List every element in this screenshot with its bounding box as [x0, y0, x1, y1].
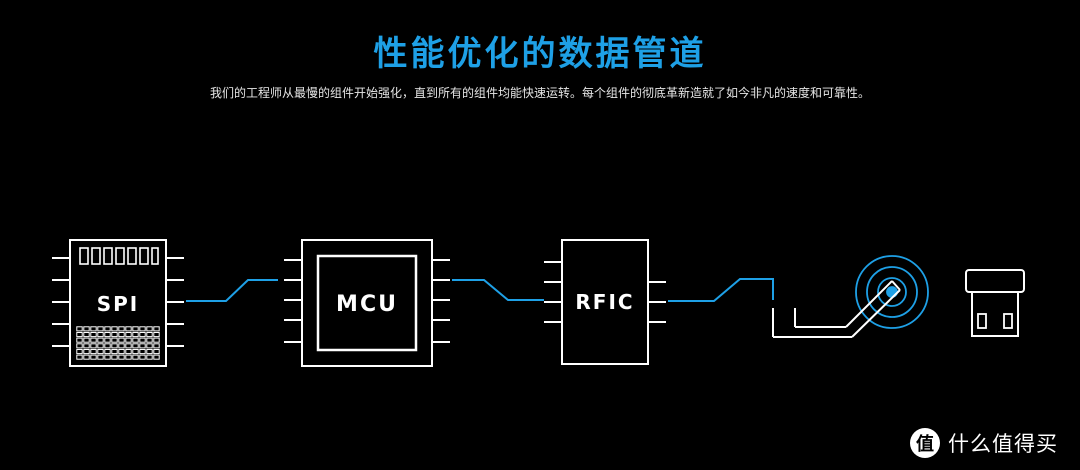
spi-grid-cell: [118, 354, 125, 360]
spi-grid-cell: [139, 337, 146, 343]
spi-grid-cell: [132, 337, 139, 343]
spi-grid-cell: [76, 354, 83, 360]
watermark-text: 什么值得买: [948, 432, 1058, 456]
spi-grid-cell: [153, 349, 160, 355]
spi-grid-cell: [139, 332, 146, 338]
connector-spi-mcu: [186, 279, 278, 302]
spi-grid-cell: [104, 354, 111, 360]
spi-grid-cell: [146, 332, 153, 338]
spi-grid-cell: [83, 337, 90, 343]
spi-grid-cell: [111, 354, 118, 360]
spi-grid-cell: [76, 337, 83, 343]
spi-grid-cell: [139, 354, 146, 360]
spi-grid-cell: [90, 343, 97, 349]
spi-grid-cell: [118, 343, 125, 349]
spi-grid-cell: [83, 354, 90, 360]
spi-grid-cell: [104, 343, 111, 349]
spi-grid-cell: [139, 326, 146, 332]
spi-grid-cell: [83, 332, 90, 338]
antenna-trace-icon: [772, 280, 901, 338]
spi-grid-cell: [97, 354, 104, 360]
spi-grid-cell: [76, 349, 83, 355]
spi-grid-cell: [97, 343, 104, 349]
connector-mcu-rfic: [452, 279, 544, 301]
spi-grid-cell: [132, 354, 139, 360]
spi-grid-cell: [76, 332, 83, 338]
spi-grid-cell: [97, 326, 104, 332]
spi-grid-cell: [132, 349, 139, 355]
rfic-label: RFIC: [575, 290, 634, 314]
spi-grid-cell: [90, 326, 97, 332]
spi-grid-cell: [111, 349, 118, 355]
spi-grid-cell: [104, 337, 111, 343]
spi-grid-cell: [153, 354, 160, 360]
spi-grid-cell: [83, 349, 90, 355]
page-title: 性能优化的数据管道: [373, 34, 707, 74]
watermark: 值 什么值得买: [910, 428, 1058, 458]
spi-grid-cell: [146, 326, 153, 332]
connector-rfic-antenna: [668, 278, 774, 302]
radio-wave-icon: [855, 255, 929, 329]
spi-grid-cell: [111, 337, 118, 343]
spi-grid-cell: [125, 343, 132, 349]
spi-grid-cell: [118, 332, 125, 338]
page-subtitle: 我们的工程师从最慢的组件开始强化，直到所有的组件均能快速运转。每个组件的彻底革新…: [209, 86, 870, 100]
spi-grid-cell: [90, 337, 97, 343]
spi-grid-cell: [132, 332, 139, 338]
spi-grid-cell: [146, 349, 153, 355]
spi-grid-cell: [90, 332, 97, 338]
spi-grid-cell: [118, 337, 125, 343]
spi-grid-cell: [104, 332, 111, 338]
spi-grid-cell: [139, 349, 146, 355]
spi-grid-cell: [146, 343, 153, 349]
spi-grid-cell: [76, 326, 83, 332]
spi-grid-cell: [125, 354, 132, 360]
spi-grid-cell: [118, 349, 125, 355]
spi-grid-cell: [153, 326, 160, 332]
spi-grid-cell: [139, 343, 146, 349]
spi-grid-cell: [83, 343, 90, 349]
spi-grid-cell: [132, 326, 139, 332]
spi-memory-grid: [76, 326, 160, 360]
spi-grid-cell: [125, 337, 132, 343]
spi-grid-cell: [118, 326, 125, 332]
spi-grid-cell: [97, 349, 104, 355]
rfic-chip: [544, 239, 666, 365]
spi-grid-cell: [104, 326, 111, 332]
spi-grid-cell: [146, 354, 153, 360]
spi-grid-cell: [125, 332, 132, 338]
spi-grid-cell: [111, 332, 118, 338]
usb-receiver-icon: [965, 269, 1025, 337]
spi-grid-cell: [132, 343, 139, 349]
spi-grid-cell: [90, 349, 97, 355]
spi-grid-cell: [111, 343, 118, 349]
spi-grid-cell: [111, 326, 118, 332]
mcu-label: MCU: [336, 292, 398, 317]
spi-grid-cell: [153, 343, 160, 349]
spi-chip: [52, 239, 184, 367]
spi-grid-cell: [146, 337, 153, 343]
spi-grid-cell: [97, 332, 104, 338]
spi-grid-cell: [153, 332, 160, 338]
spi-grid-cell: [97, 337, 104, 343]
mcu-chip: [284, 239, 450, 367]
spi-grid-cell: [76, 343, 83, 349]
spi-grid-cell: [104, 349, 111, 355]
spi-label: SPI: [97, 292, 140, 316]
spi-grid-cell: [125, 349, 132, 355]
spi-grid-cell: [83, 326, 90, 332]
spi-grid-cell: [153, 337, 160, 343]
spi-grid-cell: [90, 354, 97, 360]
spi-grid-cell: [125, 326, 132, 332]
watermark-logo-icon: 值: [910, 428, 940, 458]
